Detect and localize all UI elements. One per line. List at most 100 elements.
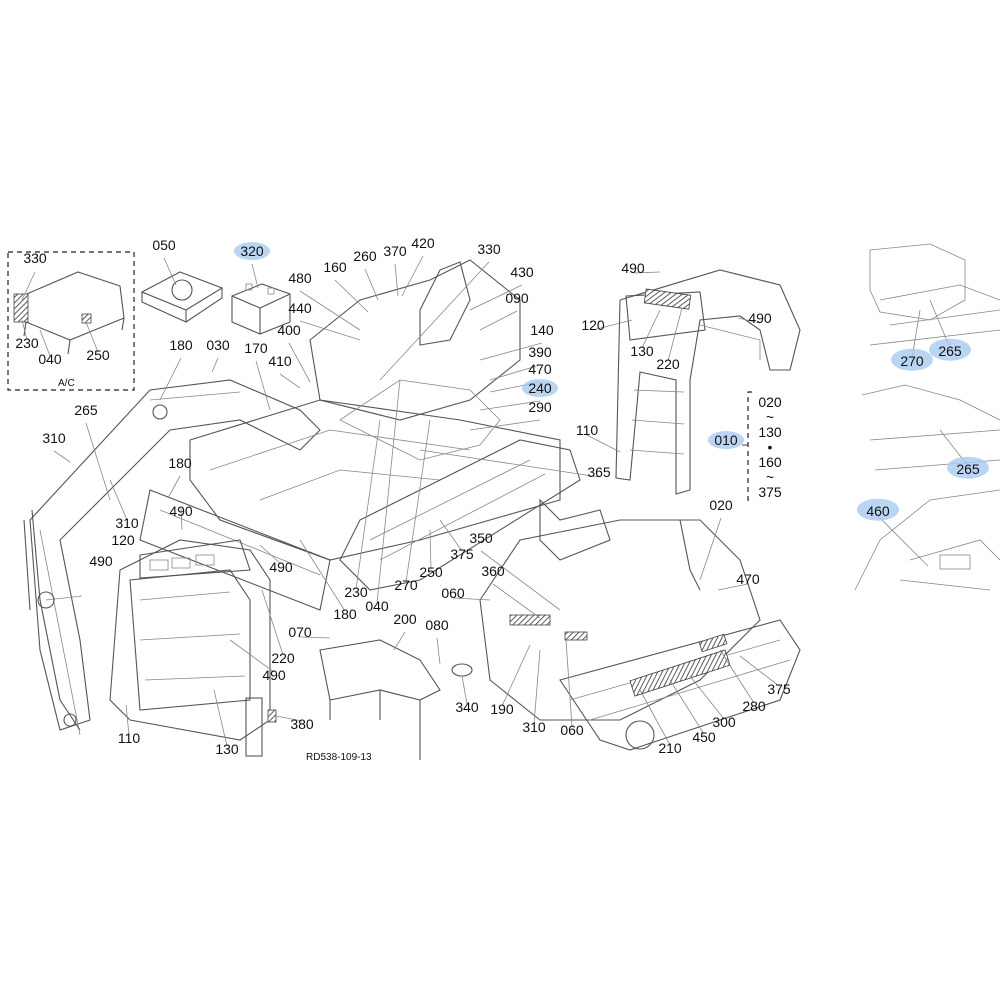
callout-060[interactable]: 060 bbox=[441, 585, 465, 601]
callout-label: 490 bbox=[269, 559, 293, 575]
callout-330[interactable]: 330 bbox=[477, 241, 501, 257]
callout-label: 090 bbox=[505, 290, 529, 306]
callout-450[interactable]: 450 bbox=[692, 729, 716, 745]
leader-line bbox=[261, 589, 284, 656]
callout-460[interactable]: 460 bbox=[857, 498, 899, 521]
callout-label: 320 bbox=[240, 243, 264, 259]
callout-420[interactable]: 420 bbox=[411, 235, 435, 251]
callout-240[interactable]: 240 bbox=[522, 379, 558, 398]
leader-line bbox=[479, 342, 543, 361]
leader-line bbox=[159, 357, 182, 401]
callout-330[interactable]: 330 bbox=[23, 250, 47, 266]
callout-365[interactable]: 365 bbox=[587, 464, 611, 480]
callout-highlight bbox=[857, 498, 899, 521]
callout-350[interactable]: 350 bbox=[469, 530, 493, 546]
callout-210[interactable]: 210 bbox=[658, 740, 682, 756]
callout-080[interactable]: 080 bbox=[425, 617, 449, 633]
callout-290[interactable]: 290 bbox=[528, 399, 552, 415]
callout-050[interactable]: 050 bbox=[152, 237, 176, 253]
callout-375[interactable]: 375 bbox=[767, 681, 791, 697]
leader-line bbox=[251, 263, 259, 289]
callout-310[interactable]: 310 bbox=[522, 719, 546, 735]
callout-300[interactable]: 300 bbox=[712, 714, 736, 730]
callout-265[interactable]: 265 bbox=[929, 338, 971, 361]
callout-400[interactable]: 400 bbox=[277, 322, 301, 338]
callout-490[interactable]: 490 bbox=[169, 503, 193, 519]
lever-bracket bbox=[319, 639, 473, 760]
callout-130[interactable]: 130 bbox=[215, 741, 239, 757]
callout-310[interactable]: 310 bbox=[42, 430, 66, 446]
callout-060[interactable]: 060 bbox=[560, 722, 584, 738]
callout-265[interactable]: 265 bbox=[74, 402, 98, 418]
callout-190[interactable]: 190 bbox=[490, 701, 514, 717]
callout-380[interactable]: 380 bbox=[290, 716, 314, 732]
callout-040[interactable]: 040 bbox=[365, 598, 389, 614]
callout-490[interactable]: 490 bbox=[621, 260, 645, 276]
callout-label: 375 bbox=[767, 681, 791, 697]
callout-070[interactable]: 070 bbox=[288, 624, 312, 640]
callout-120[interactable]: 120 bbox=[581, 317, 605, 333]
callout-410[interactable]: 410 bbox=[268, 353, 292, 369]
callout-220[interactable]: 220 bbox=[271, 650, 295, 666]
callout-340[interactable]: 340 bbox=[455, 699, 479, 715]
callout-320[interactable]: 320 bbox=[234, 242, 270, 261]
callout-230[interactable]: 230 bbox=[15, 335, 39, 351]
callout-490[interactable]: 490 bbox=[89, 553, 113, 569]
callout-030[interactable]: 030 bbox=[206, 337, 230, 353]
callout-label: 390 bbox=[528, 344, 552, 360]
leader-line bbox=[533, 649, 541, 725]
callout-480[interactable]: 480 bbox=[288, 270, 312, 286]
callout-490[interactable]: 490 bbox=[748, 310, 772, 326]
seat-rear bbox=[539, 498, 611, 561]
callout-170[interactable]: 170 bbox=[244, 340, 268, 356]
leader-line bbox=[299, 290, 361, 331]
leader-line bbox=[21, 271, 36, 301]
callout-440[interactable]: 440 bbox=[288, 300, 312, 316]
callout-220[interactable]: 220 bbox=[656, 356, 680, 372]
callout-130[interactable]: 130 bbox=[630, 343, 654, 359]
callout-390[interactable]: 390 bbox=[528, 344, 552, 360]
callout-label: 330 bbox=[477, 241, 501, 257]
callout-120[interactable]: 120 bbox=[111, 532, 135, 548]
callout-180[interactable]: 180 bbox=[168, 455, 192, 471]
callout-270[interactable]: 270 bbox=[891, 348, 933, 371]
range-bracket bbox=[747, 391, 752, 501]
callout-265[interactable]: 265 bbox=[947, 456, 989, 479]
callout-180[interactable]: 180 bbox=[333, 606, 357, 622]
callout-020[interactable]: 020 bbox=[709, 497, 733, 513]
callout-110[interactable]: 110 bbox=[576, 422, 599, 438]
callout-180[interactable]: 180 bbox=[169, 337, 193, 353]
callout-040[interactable]: 040 bbox=[38, 351, 62, 367]
callout-430[interactable]: 430 bbox=[510, 264, 534, 280]
callout-200[interactable]: 200 bbox=[393, 611, 417, 627]
callout-highlight bbox=[891, 348, 933, 371]
callout-110[interactable]: 110 bbox=[118, 730, 141, 746]
callout-highlight bbox=[929, 338, 971, 361]
callout-label: 265 bbox=[938, 343, 962, 359]
callout-370[interactable]: 370 bbox=[383, 243, 407, 259]
callout-490[interactable]: 490 bbox=[262, 667, 286, 683]
callout-490[interactable]: 490 bbox=[269, 559, 293, 575]
callout-260[interactable]: 260 bbox=[353, 248, 377, 264]
callout-470[interactable]: 470 bbox=[528, 361, 552, 377]
callout-310[interactable]: 310 bbox=[115, 515, 139, 531]
callout-270[interactable]: 270 bbox=[394, 577, 418, 593]
callout-230[interactable]: 230 bbox=[344, 584, 368, 600]
side-decal bbox=[698, 633, 728, 653]
callout-250[interactable]: 250 bbox=[419, 564, 443, 580]
callout-375[interactable]: 375 bbox=[450, 546, 474, 562]
leader-line bbox=[393, 631, 406, 651]
callout-010[interactable]: 010 bbox=[708, 431, 744, 450]
callout-label: 050 bbox=[152, 237, 176, 253]
callout-label: 250 bbox=[86, 347, 110, 363]
callout-label: 370 bbox=[383, 243, 407, 259]
callout-140[interactable]: 140 bbox=[530, 322, 554, 338]
leader-line bbox=[479, 310, 518, 331]
operator-seat bbox=[419, 261, 471, 346]
callout-090[interactable]: 090 bbox=[505, 290, 529, 306]
callout-470[interactable]: 470 bbox=[736, 571, 760, 587]
callout-280[interactable]: 280 bbox=[742, 698, 766, 714]
callout-360[interactable]: 360 bbox=[481, 563, 505, 579]
callout-250[interactable]: 250 bbox=[86, 347, 110, 363]
callout-160[interactable]: 160 bbox=[323, 259, 347, 275]
